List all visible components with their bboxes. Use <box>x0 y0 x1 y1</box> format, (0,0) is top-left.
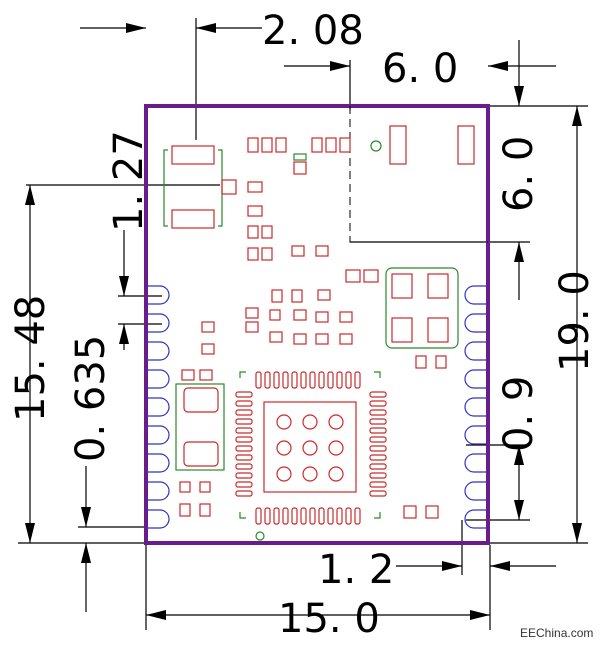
qfn-left-pins <box>235 391 253 497</box>
crystal-right <box>385 267 459 369</box>
left-castellated-pads <box>146 285 170 529</box>
antenna-components <box>370 125 475 165</box>
qfn-top-pins <box>255 371 361 389</box>
qfn-bottom-pins <box>255 507 361 525</box>
dim-edge-offset: 1. 2 <box>318 547 394 593</box>
smd-components-bottom-right <box>403 505 439 519</box>
qfn-chip <box>235 371 387 541</box>
watermark: EEChina.com <box>520 626 593 640</box>
dim-pad-width: 0. 9 <box>496 376 542 452</box>
dim-antenna-height: 6. 0 <box>496 136 542 212</box>
dim-pin-offset: 15. 48 <box>8 295 54 422</box>
smd-components-middle <box>201 307 353 355</box>
board-outline <box>144 104 490 545</box>
dim-board-height: 19. 0 <box>552 270 598 372</box>
qfn-right-pins <box>369 391 387 497</box>
smd-components-top <box>247 137 379 303</box>
left-tall-component <box>175 369 225 517</box>
top-left-component <box>163 145 237 229</box>
dim-pad-height: 0. 635 <box>68 335 114 462</box>
dimension-lines <box>18 18 588 630</box>
right-castellated-pads <box>464 285 488 529</box>
dim-antenna-width: 6. 0 <box>382 46 458 92</box>
dim-board-width: 15. 0 <box>278 596 380 642</box>
dim-top-pad-width: 2. 08 <box>262 8 364 54</box>
